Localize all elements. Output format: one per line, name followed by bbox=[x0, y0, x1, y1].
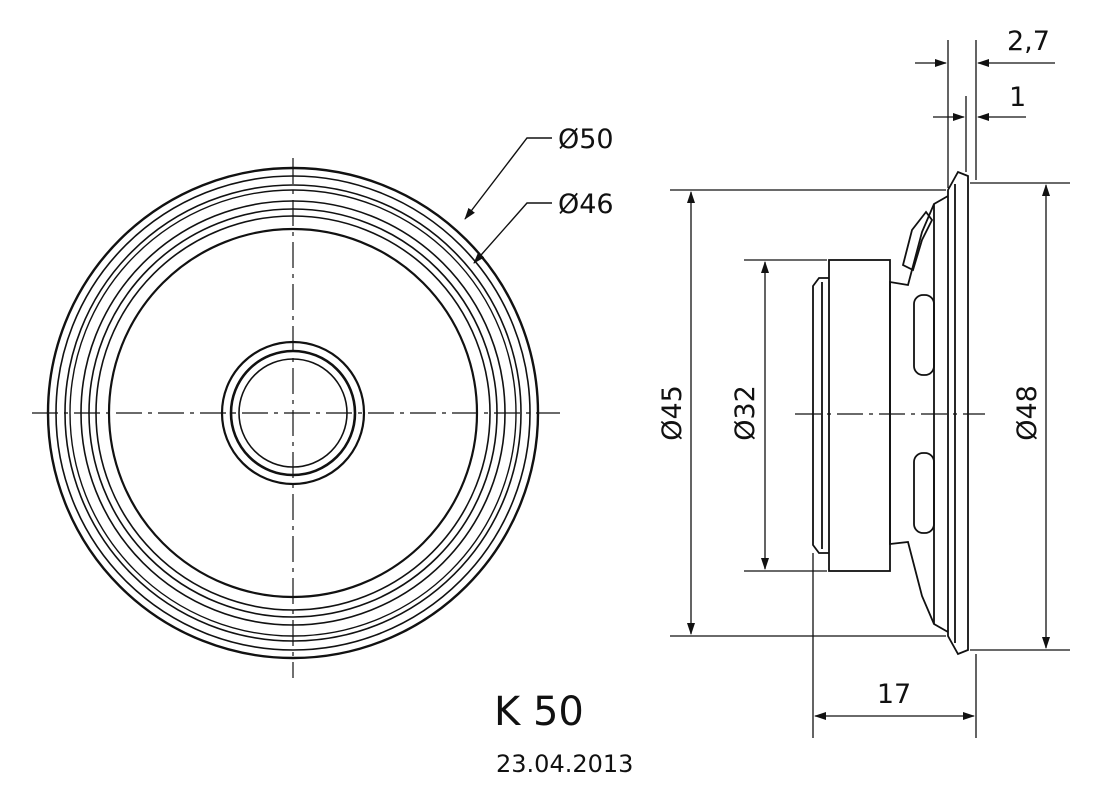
side-dimensions bbox=[670, 40, 1070, 738]
cone-edge-circle bbox=[107, 227, 479, 599]
label-offset-1: 1 bbox=[1009, 82, 1026, 113]
label-diameter-45: Ø45 bbox=[657, 385, 688, 441]
front-view bbox=[32, 137, 560, 678]
side-view bbox=[795, 170, 985, 656]
rim-circle-3 bbox=[64, 184, 522, 642]
label-diameter-46: Ø46 bbox=[558, 189, 614, 220]
label-depth-17: 17 bbox=[877, 679, 911, 710]
dust-cap-outer-circle bbox=[220, 340, 366, 486]
flange-outline bbox=[947, 170, 969, 656]
basket-window-top bbox=[913, 294, 935, 376]
surround-circle-1 bbox=[80, 200, 506, 626]
model-title: K 50 bbox=[494, 689, 584, 735]
label-diameter-50: Ø50 bbox=[558, 124, 614, 155]
surround-circle-2 bbox=[88, 208, 498, 618]
label-flange-2-7: 2,7 bbox=[1007, 26, 1050, 57]
magnet-body bbox=[828, 259, 891, 572]
surround-circle-3 bbox=[95, 215, 491, 611]
leader-line-46 bbox=[473, 202, 552, 264]
dust-cap-mid-circle bbox=[229, 349, 357, 477]
outer-rim-circle bbox=[46, 166, 540, 660]
label-diameter-32: Ø32 bbox=[730, 385, 761, 441]
basket-window-bottom bbox=[913, 452, 935, 534]
dust-cap-inner-circle bbox=[238, 358, 348, 468]
back-plate bbox=[812, 277, 829, 554]
leader-line-50 bbox=[464, 137, 552, 220]
inner-rim-circle bbox=[69, 189, 517, 637]
drawing-date: 23.04.2013 bbox=[496, 750, 633, 778]
terminal-tab bbox=[901, 210, 934, 272]
rim-circle-2 bbox=[55, 175, 531, 651]
label-diameter-48: Ø48 bbox=[1012, 385, 1043, 441]
